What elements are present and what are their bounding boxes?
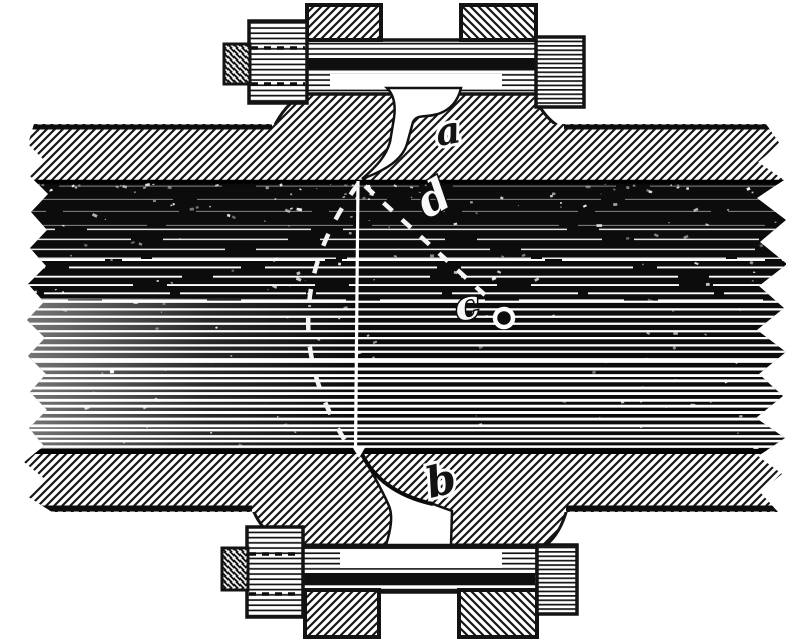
top-bolt-threaded-tip [222,42,252,86]
top-flange-lug-right [459,3,538,42]
top-bolt-shaft-highlight [330,74,502,89]
hinge-pocket [361,86,463,181]
bottom-bolt-shaft-highlight [340,552,502,568]
bottom-bolt-head [535,543,579,616]
bottom-flange-lug-left [303,588,381,639]
bottom-flange-lug-right [457,588,539,639]
seat-curve [359,451,434,506]
top-bolt-nut [247,19,309,105]
top-bolt-assembly [222,3,586,109]
valve-disc-closed-line [353,180,360,451]
valve-open-chord-dashed [363,184,488,298]
bottom-bolt-assembly [220,525,579,639]
bottom-bolt-shaft-darkband [303,573,535,585]
pipe-body [24,124,787,512]
bore-striation-lines [24,185,787,448]
top-bolt-shaft-darkband [307,58,535,69]
bore-left-highlight [24,298,358,452]
top-flange-lug-left [305,3,383,42]
top-bolt-head [534,35,586,109]
bottom-bolt-threaded-tip [220,546,250,592]
valve-swing-arc-dashed [306,182,360,452]
pivot-ring [492,306,516,330]
valve [306,180,516,458]
bottom-bolt-nut [245,525,305,619]
